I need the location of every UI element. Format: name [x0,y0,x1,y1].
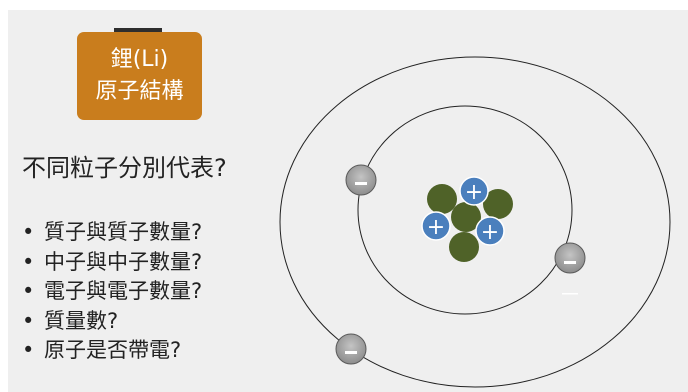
proton-sign: + [465,180,483,205]
proton-sign: + [481,220,499,245]
electron [335,333,367,365]
bullet-item: • 原子是否帶電? [22,336,202,366]
bullet-text: 原子是否帶電? [44,338,182,362]
neutron [449,232,479,262]
outer-orbit [279,56,671,388]
electron [554,242,586,274]
proton: + [475,216,505,246]
title-line-2: 原子結構 [95,79,184,104]
electron [345,164,377,196]
bullet-text: 質量數? [44,308,119,333]
bullet-dot: • [22,279,35,303]
electron-sign-icon [345,351,357,354]
bullet-text: 質子與質子數量? [44,220,203,244]
electron-sign-icon [564,261,576,264]
bullet-item: • 質量數? [22,307,202,337]
question-text: 不同粒子分別代表? [22,154,227,182]
bullet-text: 電子與電子數量? [44,279,203,303]
bullet-dot: • [22,338,35,362]
bullet-item: • 質子與質子數量? [22,218,202,248]
bullet-dot: • [22,220,35,244]
bullet-text: 中子與中子數量? [44,249,203,274]
bullet-list: • 質子與質子數量? • 中子與中子數量? • 電子與電子數量? • 質量數? • 原子是… [22,218,202,366]
neutron [483,189,513,219]
bullet-dot: • [22,308,35,333]
title-line-1: 鋰(Li) [110,47,169,72]
proton: + [421,211,451,241]
neutron [427,184,457,214]
proton-sign: + [427,215,445,240]
bullet-dot: • [22,249,35,274]
bullet-item: • 電子與電子數量? [22,277,202,307]
inner-orbit [357,105,573,315]
proton: + [459,176,489,206]
neutron [451,202,481,232]
bullet-item: • 中子與中子數量? [22,248,202,278]
title-box: 鋰(Li) 原子結構 [77,32,202,120]
stray-minus-mark [562,293,578,295]
electron-sign-icon [355,182,367,185]
